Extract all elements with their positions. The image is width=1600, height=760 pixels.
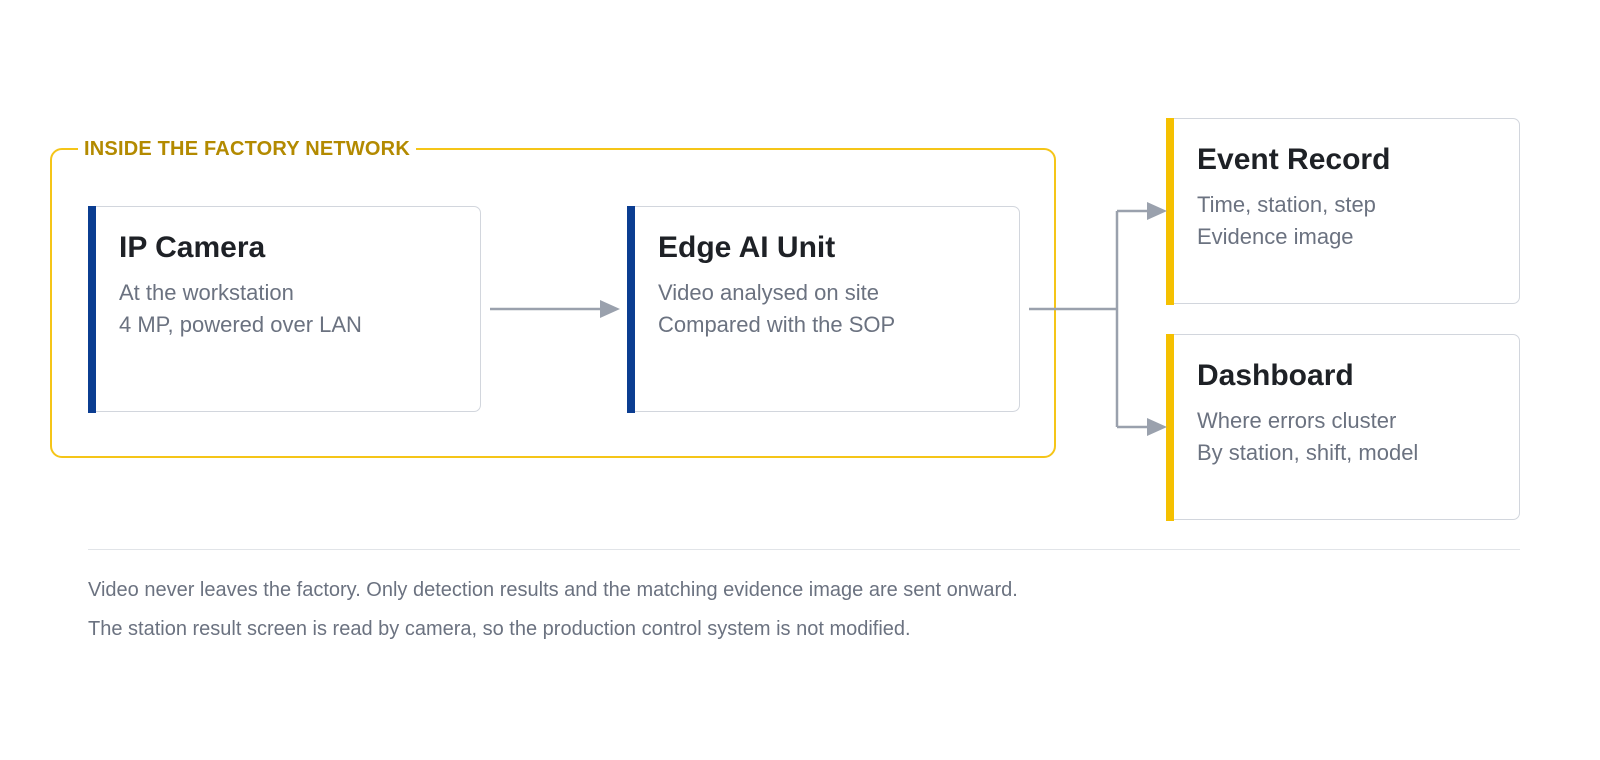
node-title: Dashboard	[1197, 359, 1354, 392]
arrowhead-icon	[1147, 202, 1167, 220]
node-detail: Time, station, step	[1197, 192, 1376, 217]
node-detail: Evidence image	[1197, 224, 1354, 249]
factory-network-boundary	[50, 148, 1056, 458]
node-detail: Where errors cluster	[1197, 408, 1397, 433]
footnote: Video never leaves the factory. Only det…	[88, 579, 1018, 601]
node-detail: Compared with the SOP	[658, 312, 896, 337]
node-title: Event Record	[1197, 143, 1391, 176]
ip-camera-node: IP Camera At the workstation 4 MP, power…	[87, 205, 481, 413]
arrowhead-icon	[1147, 418, 1167, 436]
node-detail: At the workstation	[119, 280, 294, 305]
node-accent-bar	[1165, 117, 1174, 305]
node-title: Edge AI Unit	[658, 231, 836, 264]
node-detail: By station, shift, model	[1197, 440, 1419, 465]
node-title: IP Camera	[119, 231, 266, 264]
factory-network-label: INSIDE THE FACTORY NETWORK	[78, 136, 416, 162]
footnote: The station result screen is read by cam…	[88, 618, 911, 640]
footnote-divider	[88, 549, 1520, 550]
node-detail: Video analysed on site	[658, 280, 879, 305]
node-detail: 4 MP, powered over LAN	[119, 312, 362, 337]
event-record-node: Event Record Time, station, step Evidenc…	[1165, 117, 1520, 305]
node-accent-bar	[87, 205, 96, 413]
dashboard-node: Dashboard Where errors cluster By statio…	[1165, 333, 1520, 521]
node-accent-bar	[1165, 333, 1174, 521]
node-accent-bar	[626, 205, 635, 413]
edge-ai-unit-node: Edge AI Unit Video analysed on site Comp…	[626, 205, 1020, 413]
